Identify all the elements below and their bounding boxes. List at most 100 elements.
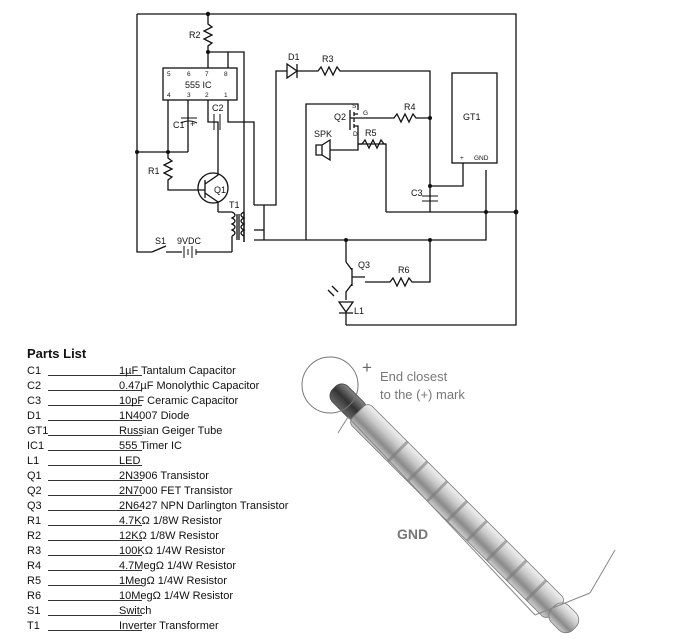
part-ref: R4 bbox=[27, 560, 42, 572]
part-ref: S1 bbox=[27, 605, 41, 617]
part-leader-line bbox=[48, 600, 142, 601]
part-leader-line bbox=[48, 570, 142, 571]
capacitor-c1 bbox=[180, 117, 198, 124]
part-ref: Q1 bbox=[27, 470, 42, 482]
svg-text:GND: GND bbox=[474, 155, 489, 162]
svg-text:3: 3 bbox=[187, 92, 191, 99]
capacitor-c2 bbox=[213, 114, 221, 130]
transformer-t1 bbox=[218, 211, 246, 252]
part-ref: Q2 bbox=[27, 485, 42, 497]
parts-list-row: Q1 2N3906 Transistor bbox=[27, 469, 327, 484]
part-description: Switch bbox=[119, 605, 152, 617]
tube-callout-line2: to the (+) mark bbox=[380, 387, 465, 402]
part-description: LED bbox=[119, 455, 141, 467]
resistor-r5 bbox=[358, 138, 386, 150]
parts-list-row: R3 100KΩ 1/4W Resistor bbox=[27, 544, 327, 559]
part-leader-line bbox=[48, 510, 142, 511]
part-leader-line bbox=[48, 375, 142, 376]
part-description: 0.47µF Monolythic Capacitor bbox=[119, 380, 260, 392]
part-ref: C1 bbox=[27, 365, 42, 377]
svg-text:R3: R3 bbox=[322, 54, 334, 64]
part-description: 2N3906 Transistor bbox=[119, 470, 209, 482]
svg-text:4: 4 bbox=[167, 92, 171, 99]
ic-label: 555 IC bbox=[185, 80, 212, 90]
svg-text:+: + bbox=[190, 119, 195, 129]
part-ref: R1 bbox=[27, 515, 42, 527]
svg-text:2: 2 bbox=[205, 92, 209, 99]
svg-text:7: 7 bbox=[205, 71, 209, 78]
resistor-r3 bbox=[297, 65, 431, 212]
svg-text:R1: R1 bbox=[148, 166, 160, 176]
switch-s1 bbox=[151, 245, 182, 253]
part-description: 1MegΩ 1/4W Resistor bbox=[119, 575, 227, 587]
svg-text:6: 6 bbox=[187, 71, 191, 78]
capacitor-c3 bbox=[422, 195, 438, 202]
part-description: 12KΩ 1/8W Resistor bbox=[119, 530, 219, 542]
part-description: 2N6427 NPN Darlington Transistor bbox=[119, 500, 289, 512]
svg-text:C2: C2 bbox=[212, 103, 224, 113]
svg-text:Q2: Q2 bbox=[334, 112, 346, 122]
svg-text:R4: R4 bbox=[404, 102, 416, 112]
tube-plus-mark: + bbox=[362, 358, 372, 377]
transistor-q3 bbox=[345, 261, 365, 300]
part-description: 100KΩ 1/4W Resistor bbox=[119, 545, 226, 557]
wire-top-rail bbox=[137, 13, 517, 326]
svg-text:Q1: Q1 bbox=[214, 185, 226, 195]
svg-text:C1: C1 bbox=[173, 120, 185, 130]
svg-text:Q3: Q3 bbox=[358, 260, 370, 270]
parts-list-row: R5 1MegΩ 1/4W Resistor bbox=[27, 574, 327, 589]
parts-list-row: C2 0.47µF Monolythic Capacitor bbox=[27, 379, 327, 394]
transistor-q1 bbox=[197, 172, 229, 204]
svg-text:+: + bbox=[460, 155, 464, 162]
resistor-r1 bbox=[162, 152, 188, 191]
parts-list-title: Parts List bbox=[27, 346, 87, 361]
transistor-q2 bbox=[349, 110, 359, 134]
svg-text:S: S bbox=[352, 103, 357, 110]
part-leader-line bbox=[48, 615, 142, 616]
svg-text:5: 5 bbox=[167, 71, 171, 78]
part-ref: L1 bbox=[27, 455, 40, 467]
svg-text:R5: R5 bbox=[365, 128, 377, 138]
part-leader-line bbox=[48, 390, 142, 391]
part-description: 10MegΩ 1/4W Resistor bbox=[119, 590, 233, 602]
part-ref: IC1 bbox=[27, 440, 45, 452]
part-ref: C3 bbox=[27, 395, 42, 407]
parts-list-row: R1 4.7KΩ 1/8W Resistor bbox=[27, 514, 327, 529]
part-leader-line bbox=[48, 480, 142, 481]
part-ref: GT1 bbox=[27, 425, 49, 437]
svg-text:S1: S1 bbox=[155, 236, 166, 246]
part-description: 4.7KΩ 1/8W Resistor bbox=[119, 515, 222, 527]
resistor-r6 bbox=[365, 240, 431, 288]
svg-text:GT1: GT1 bbox=[463, 112, 481, 122]
resistor-r4 bbox=[350, 112, 430, 124]
part-ref: R5 bbox=[27, 575, 42, 587]
battery bbox=[183, 246, 197, 258]
parts-list-row: Q3 2N6427 NPN Darlington Transistor bbox=[27, 499, 327, 514]
part-leader-line bbox=[48, 420, 142, 421]
part-leader-line bbox=[48, 540, 142, 541]
wire-left-rail bbox=[136, 14, 152, 253]
part-leader-line bbox=[48, 405, 142, 406]
part-leader-line bbox=[48, 630, 142, 631]
tube-callout-line1: End closest bbox=[380, 369, 448, 384]
part-ref: R2 bbox=[27, 530, 42, 542]
geiger-tube-gt1 bbox=[451, 72, 498, 164]
parts-list-row: R2 12KΩ 1/8W Resistor bbox=[27, 529, 327, 544]
part-ref: R3 bbox=[27, 545, 42, 557]
svg-text:T1: T1 bbox=[229, 200, 240, 210]
part-ref: Q3 bbox=[27, 500, 42, 512]
parts-list-row: L1 LED bbox=[27, 454, 327, 469]
diode-d1 bbox=[286, 62, 299, 80]
part-description: 1N4007 Diode bbox=[119, 410, 190, 422]
part-ref: C2 bbox=[27, 380, 42, 392]
svg-text:D: D bbox=[353, 131, 358, 138]
part-leader-line bbox=[48, 585, 142, 586]
svg-text:C3: C3 bbox=[411, 188, 423, 198]
